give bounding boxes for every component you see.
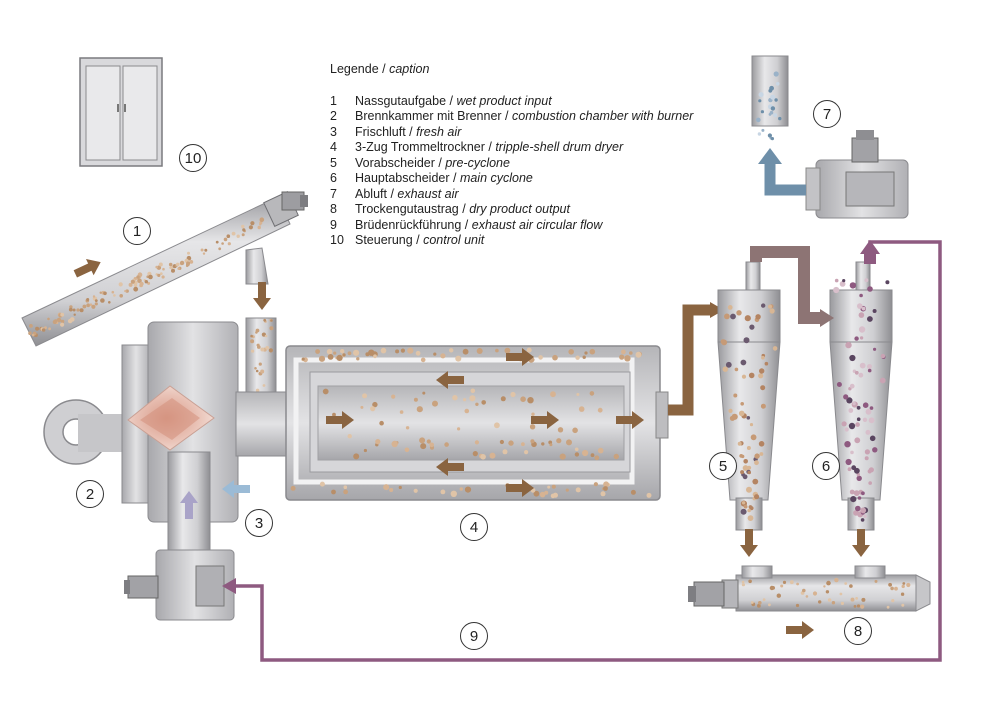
callout-5: 5 — [709, 452, 737, 480]
legend-item-number: 1 — [330, 93, 337, 108]
pre-cyclone — [717, 261, 781, 531]
flow-arrow-icon — [253, 282, 271, 310]
legend-item-en: wet product input — [456, 93, 552, 108]
callout-8: 8 — [844, 617, 872, 645]
legend-item-en: exhaust air circular flow — [471, 217, 603, 232]
legend-item-en: tripple-shell drum dryer — [495, 140, 624, 154]
flow-arrow-icon — [222, 578, 236, 594]
flow-arrow-icon — [531, 411, 559, 429]
feed-screw-conveyor — [21, 191, 308, 347]
motor-icon — [124, 575, 159, 599]
legend-item-number: 6 — [330, 171, 337, 185]
legend-item-de: Nassgutaufgabe — [355, 93, 447, 108]
flow-arrow-icon — [740, 529, 758, 557]
wet-product-particles — [28, 217, 265, 338]
flow-arrow-icon — [710, 302, 724, 318]
legend-item-de: Brüdenrückführung — [355, 217, 462, 232]
triple-shell-drum — [235, 345, 669, 501]
legend-item-number: 10 — [330, 233, 344, 247]
flow-arrow-icon — [852, 529, 870, 557]
legend-item-en: dry product output — [469, 202, 570, 216]
motor-icon — [688, 581, 725, 607]
legend-item-de: Steuerung — [355, 233, 413, 247]
legend-item-en: exhaust air — [397, 186, 459, 201]
dry-product-particles — [741, 577, 911, 609]
legend-item-number: 9 — [330, 217, 337, 232]
legend-item-de: Frischluft — [355, 124, 406, 139]
exhaust-particles — [756, 71, 782, 141]
flow-arrow-icon — [436, 371, 464, 389]
legend-title-de: Legende — [330, 62, 379, 76]
legend-item-number: 4 — [330, 140, 337, 154]
legend-item-de: Abluft — [355, 186, 387, 201]
callout-4: 4 — [460, 513, 488, 541]
legend-item-de: Vorabscheider — [355, 155, 435, 170]
legend-item-number: 5 — [330, 155, 337, 170]
legend-item-en: fresh air — [416, 124, 462, 139]
flow-arrow-icon — [786, 621, 814, 639]
flow-arrow-icon — [222, 480, 250, 498]
pre-cyclone-particles — [720, 303, 778, 521]
flow-arrow-icon — [506, 348, 534, 366]
main-cyclone — [829, 261, 893, 531]
legend-item-number: 3 — [330, 124, 337, 139]
flow-arrow-icon — [73, 258, 101, 278]
flow-arrow-icon — [180, 491, 198, 519]
discharge-screw — [688, 565, 931, 612]
flow-arrow-icon — [758, 148, 782, 164]
product-duct — [668, 304, 712, 416]
legend-item-number: 8 — [330, 202, 337, 216]
legend-item-en: main cyclone — [459, 171, 533, 185]
flow-arrow-icon — [506, 479, 534, 497]
callout-10: 10 — [179, 144, 207, 172]
legend-item-de: Hauptabscheider — [355, 171, 450, 185]
flow-arrow-icon — [616, 411, 644, 429]
legend-item-de: Trockengutaustrag — [355, 202, 459, 216]
flow-arrow-icon — [820, 309, 834, 327]
callout-2: 2 — [76, 480, 104, 508]
callout-7: 7 — [813, 100, 841, 128]
cyclone-link-duct — [750, 246, 822, 324]
burner-flame-icon — [140, 398, 200, 440]
legend-item-en: combustion chamber with burner — [512, 109, 694, 123]
legend-item-number: 7 — [330, 186, 337, 201]
exhaust-fan — [751, 55, 909, 219]
legend-title-en: caption — [389, 62, 430, 76]
legend-item-de: Brennkammer mit Brenner — [355, 109, 502, 123]
callout-1: 1 — [123, 217, 151, 245]
exhaust-air-arrow — [764, 162, 806, 196]
legend-item-en: control unit — [423, 233, 485, 247]
flow-arrow-icon — [860, 240, 880, 254]
legend-item-number: 2 — [330, 109, 337, 123]
callout-9: 9 — [460, 622, 488, 650]
flow-arrows — [73, 258, 870, 639]
callout-6: 6 — [812, 452, 840, 480]
motor-icon — [851, 130, 879, 163]
control-cabinet-icon — [79, 57, 163, 167]
main-cyclone-particles — [833, 278, 890, 522]
callout-3: 3 — [245, 509, 273, 537]
legend-title: Legende / caption — [330, 62, 430, 76]
legend-item-en: pre-cyclone — [445, 155, 510, 170]
flow-arrow-icon — [326, 411, 354, 429]
flow-arrow-icon — [436, 458, 464, 476]
recirculation-fan — [124, 451, 235, 621]
legend-item-de: 3-Zug Trommeltrockner — [355, 140, 485, 154]
motor-icon — [281, 191, 308, 211]
